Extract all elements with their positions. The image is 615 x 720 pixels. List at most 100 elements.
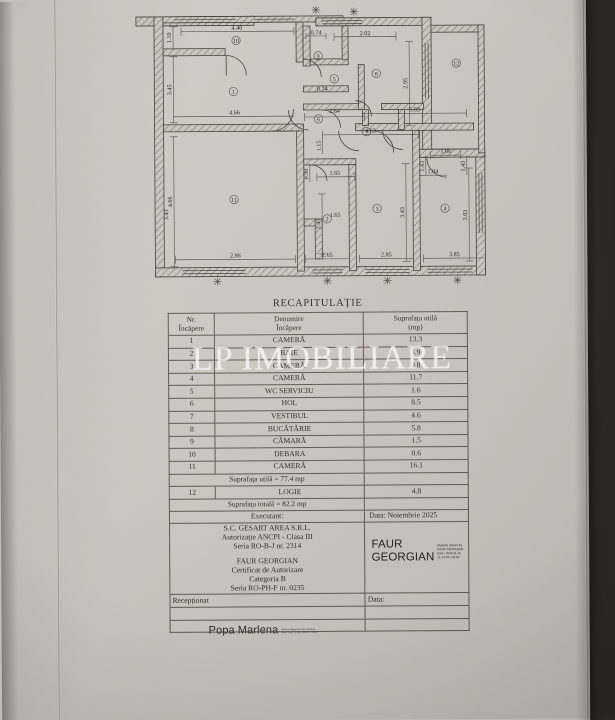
date-label: Data: Noiembrie 2025 [364, 509, 469, 523]
dim-385: 3.85 [449, 251, 460, 258]
dim-074-b: 0.74 [317, 86, 328, 93]
svg-text:6: 6 [317, 117, 320, 123]
cell-area: 9.8 [363, 358, 468, 372]
cell-nr: 11 [169, 461, 216, 474]
cell-nr: 8 [168, 423, 215, 437]
empty-cell-right [365, 618, 470, 632]
total-area [364, 497, 469, 511]
svg-text:4: 4 [444, 206, 447, 212]
column-header-nr-line2: Încăpere [178, 323, 204, 333]
cell-nr: 7 [168, 410, 215, 424]
cell-area: 4.8 [364, 484, 469, 498]
cell-area: 13.3 [363, 333, 468, 347]
svg-text:11: 11 [231, 198, 237, 204]
receptionat-date-label: Data: [365, 592, 470, 607]
column-header-area: Suprafața utilă (mp) [363, 311, 468, 335]
cell-name: BAIE [214, 346, 364, 361]
signature-name: Popa Marlena [208, 624, 279, 637]
cell-nr: 9 [168, 435, 215, 449]
cell-area: 16.1 [364, 459, 469, 473]
cell-area: 3.9 [363, 346, 468, 360]
survey-markers [213, 5, 462, 286]
dim-345: 3.45 [166, 84, 173, 95]
dim-343-a: 3.43 [399, 207, 406, 218]
cell-nr: 4 [168, 372, 215, 386]
signature-metadata: Digitally signed by FAUR GEORGIAN Date: … [437, 542, 464, 559]
svg-text:3: 3 [376, 207, 379, 213]
subtotal-label: Suprafața utilă = 77.4 mp [169, 472, 365, 487]
svg-text:10: 10 [233, 39, 239, 45]
cell-nr: 12 [169, 486, 216, 500]
dim-295: 2.95 [402, 78, 409, 89]
cell-nr: 5 [168, 385, 215, 399]
cell-name: DEBARA [214, 447, 365, 462]
room-marker-2 [322, 214, 332, 224]
signature-metadata: Semnat digital de Popa Marlena Data: 202… [281, 627, 318, 635]
dim-104: 1.04 [427, 168, 438, 175]
svg-text:1: 1 [232, 90, 235, 96]
dim-090: 0.90 [303, 169, 310, 180]
dim-284: 2.84 [329, 108, 340, 115]
dim-286: 2.86 [230, 252, 241, 259]
dim-165-b: 1.65 [330, 212, 341, 219]
dim-303: 3.03 [462, 210, 469, 221]
photo-left-shadow [0, 1, 19, 720]
room-marker-3 [372, 204, 382, 214]
room-marker-6 [314, 114, 324, 124]
cell-nr: 6 [168, 398, 215, 411]
cell-nr: 1 [168, 335, 215, 348]
dim-165-c: 1.65 [322, 252, 333, 259]
dim-143-a: 1.43 [419, 161, 426, 172]
cell-name: CAMERĂ [214, 359, 364, 373]
dim-466-left: 4.66 [167, 196, 174, 207]
table-header: Nr. Încăpere Denumire Încăpere Suprafața… [168, 311, 468, 336]
cell-area: 8.5 [364, 396, 468, 410]
room-marker-12 [451, 58, 461, 68]
executant-body-row: S.C. GESART AREA S.R.L.Autorizație ANCPI… [169, 521, 469, 595]
svg-text:12: 12 [453, 61, 459, 67]
cell-nr: 10 [169, 448, 216, 462]
dim-110: 1.10 [166, 32, 173, 43]
cell-nr: 3 [168, 360, 215, 374]
cell-name: VESTIBUL [214, 409, 365, 424]
cell-area: 1.5 [364, 434, 469, 448]
dim-top-440: 4.40 [232, 25, 243, 32]
cell-name: CĂMARĂ [214, 434, 365, 449]
dim-074-a: 0.74 [311, 29, 322, 36]
dim-115: 1.15 [316, 140, 323, 151]
dim-245: 2.45 [315, 218, 322, 229]
dim-583: 5.83 [409, 106, 420, 113]
table-header-row: Nr. Încăpere Denumire Încăpere Suprafața… [168, 311, 468, 336]
recapitulatie-table: Nr. Încăpere Denumire Încăpere Suprafața… [167, 311, 470, 637]
room-marker-5 [329, 74, 339, 84]
column-header-nr: Nr. Încăpere [168, 313, 215, 336]
page-title: RECAPITULAȚIE [272, 297, 363, 310]
room-marker-7 [362, 127, 372, 137]
floor-plan-svg: 4.40 0.74 2.02 1.65 1.65 2.84 5.83 4.63 … [135, 5, 486, 286]
cell-name: HOL [214, 397, 365, 411]
executant-person-series: Seria RO-PH-F nr. 0235 [230, 582, 305, 593]
svg-text:9: 9 [317, 54, 320, 60]
cell-nr: 2 [168, 347, 215, 361]
cell-area: 11.7 [363, 371, 468, 385]
room-marker-11 [229, 194, 239, 204]
cell-area: 1.6 [363, 383, 468, 398]
cell-name: LOGIE [215, 485, 365, 499]
svg-text:2: 2 [326, 217, 329, 223]
room-marker-8 [371, 69, 381, 79]
executant-details: S.C. GESART AREA S.R.L.Autorizație ANCPI… [169, 522, 366, 595]
column-header-area-line2: (mp) [408, 321, 423, 331]
svg-text:7: 7 [365, 130, 368, 136]
cell-name: WC SERVICIU [214, 384, 365, 399]
room-marker-10 [231, 35, 241, 45]
cell-area: 5.8 [364, 421, 468, 435]
svg-text:5: 5 [333, 77, 336, 83]
total-label: Suprafața totală = 82.2 mp [169, 497, 365, 512]
dim-106: 1.06 [440, 148, 451, 155]
dim-143-b: 1.43 [460, 161, 467, 172]
